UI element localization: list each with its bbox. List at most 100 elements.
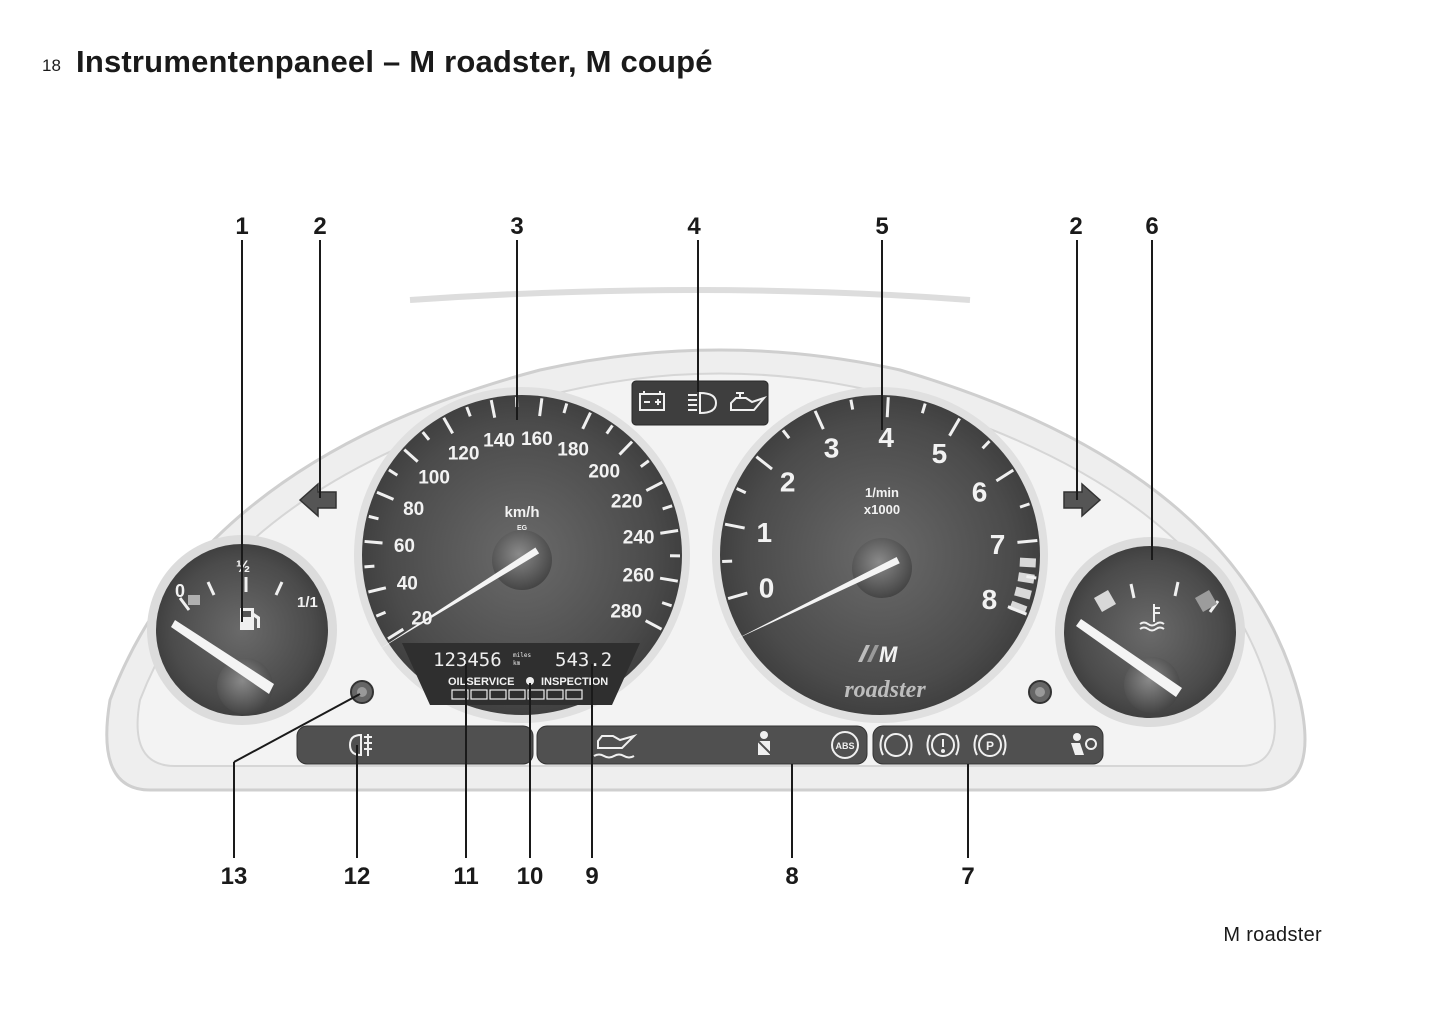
callouts-bottom: 13 12 11 10 9 8 7 [221,863,975,890]
tachometer-scale-label: 6 [972,477,988,508]
page-title: Instrumentenpaneel – M roadster, M coupé [76,44,713,79]
airbag-icon [1071,733,1097,755]
clock-adjust-button-icon[interactable] [1028,680,1052,704]
svg-text:ABS: ABS [835,741,854,751]
tachometer-scale-label: 5 [932,438,948,469]
coolant-temperature-gauge [1055,537,1245,727]
fuel-gauge: 0 ½ 1/1 [147,535,337,725]
speedometer-tick [368,586,387,594]
speedometer-scale-label: 160 [521,429,553,450]
tachometer-scale-label: 0 [759,573,775,604]
speedometer-tick [538,398,544,417]
callout-11: 11 [453,863,478,890]
m-badge-letter: M [879,642,898,667]
temp-needle [1076,619,1182,697]
brake-pad-wear-icon [879,733,913,757]
speedometer-scale-label: 20 [411,609,432,630]
speedometer-scale-label: 140 [483,430,515,451]
speedometer-scale-label: 120 [448,443,480,464]
callout-4: 4 [687,213,701,240]
speedometer-tick [376,490,395,501]
headlight-icon [688,391,718,415]
callout-10: 10 [517,863,544,890]
speedometer-scale-label: 40 [397,574,418,595]
tachometer-unit: 1/min [865,485,899,500]
speedometer-tick [387,627,405,640]
tachometer-tick [995,468,1015,483]
speedometer-tick [375,610,387,618]
seatbelt-icon [756,731,772,755]
odometer-unit-miles: miles [513,652,531,659]
speedometer-tick [660,529,679,535]
speedometer-tick [489,399,497,418]
callout-8: 8 [785,863,798,890]
service-interval-bar [451,689,583,700]
callout-7: 7 [961,863,974,890]
fuel-label-full: 1/1 [297,594,318,611]
tachometer-tick [849,399,855,410]
callouts-top: 1 2 3 4 5 2 6 [235,213,1158,240]
speedometer-scale-label: 100 [418,467,450,488]
service-clock-icon [526,677,534,685]
m-badge: M [858,642,898,667]
fuel-label-empty: 0 [175,581,185,601]
speedometer-tick [659,576,679,583]
speedometer-unit: km/h [504,504,539,521]
temp-hot-marker [1195,590,1217,612]
callout-1: 1 [235,213,248,240]
turn-signal-left-icon [298,482,337,518]
tachometer-redzone-block [1009,600,1028,615]
tachometer-needle [733,556,900,641]
tachometer-tick [781,429,791,440]
tachometer-scale-label: 3 [824,432,840,463]
fuel-pump-icon [240,608,260,630]
indicator-strip-left [296,725,534,765]
speedometer-tick [465,406,472,417]
tachometer-tick [727,591,748,600]
speedometer-tick [618,440,634,456]
callout-2-left: 2 [313,213,326,240]
speedometer-tick [403,448,419,463]
speedometer-tick [645,480,663,492]
speedometer-sub-unit: EG [517,525,528,532]
coolant-temperature-icon [1139,604,1165,632]
tachometer-tick [981,440,991,450]
tachometer-scale-label: 8 [982,584,998,615]
tachometer-tick [736,487,747,495]
trip-reset-button-icon[interactable] [350,680,374,704]
callout-9: 9 [585,863,598,890]
oil-can-icon [730,392,768,411]
temp-cold-marker [1094,590,1116,612]
tachometer-scale-label: 7 [990,529,1006,560]
tachometer-tick [1007,605,1028,616]
callout-leaders [233,240,1153,858]
indicator-strip-right: P [872,725,1104,765]
top-warning-lights [631,380,769,426]
tachometer-multiplier: x1000 [864,502,900,517]
speedometer-tick [662,504,673,511]
speedometer-scale-label: 260 [623,566,655,587]
brake-warning-icon [926,733,960,757]
tachometer-redzone-block [1014,586,1032,600]
tachometer-tick [813,410,825,430]
indicator-strip-center: ABS [536,725,868,765]
odometer-value: 123456 [433,649,502,671]
tachometer-tick [1026,575,1037,580]
parking-brake-icon: P [973,733,1007,757]
speedometer-scale-label: 60 [394,536,415,557]
speedometer-tick [368,514,379,521]
roadster-script: roadster [844,677,926,703]
tachometer-tick [724,522,745,530]
abs-icon: ABS [831,731,859,759]
tachometer-scale-label: 2 [780,467,796,498]
callout-5: 5 [875,213,888,240]
figure-caption: M roadster [1223,924,1322,946]
speedometer-scale-label: 180 [557,440,589,461]
fuel-needle [171,620,274,694]
callout-2-right: 2 [1069,213,1082,240]
tachometer-scale-label: 4 [878,422,894,453]
tachometer-tick [755,455,773,471]
service-label-oil: OILSERVICE [448,676,514,688]
